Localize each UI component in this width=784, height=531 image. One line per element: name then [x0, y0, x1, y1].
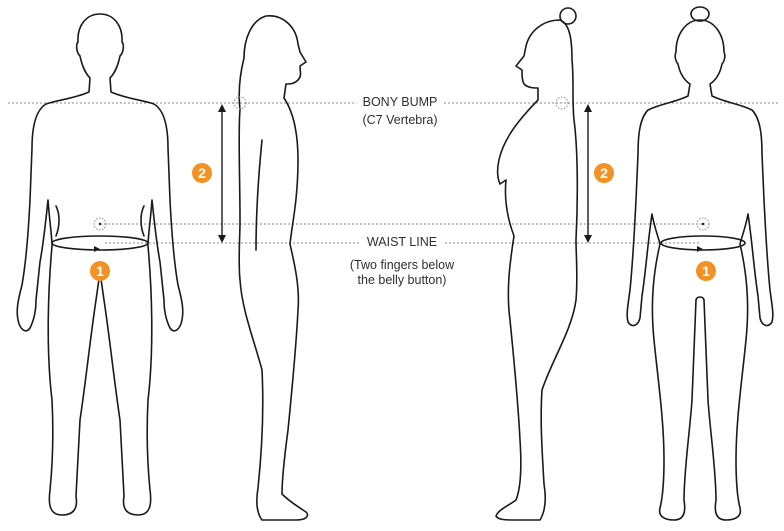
waist-measure-badge-female: 1 — [696, 261, 716, 281]
waist-measure-badge-male: 1 — [90, 261, 110, 281]
back-length-badge-male: 2 — [192, 163, 212, 183]
bony-bump-sublabel: (C7 Vertebra) — [362, 113, 437, 128]
back-length-arrow-female-icon — [584, 104, 592, 243]
waist-tape-female-icon — [661, 236, 745, 252]
back-length-badge-female: 2 — [594, 163, 614, 183]
female-side-figure — [496, 8, 577, 520]
back-length-arrow-male-icon — [218, 104, 226, 243]
male-side-figure — [239, 16, 307, 520]
waist-line-sublabel-line-2: the belly button) — [358, 273, 447, 288]
bony-bump-label: BONY BUMP — [357, 95, 444, 110]
waist-line-label: WAIST LINE — [361, 235, 443, 250]
waist-line-sublabel-line-1: (Two fingers below — [350, 258, 454, 273]
waist-tape-male-icon — [52, 236, 148, 252]
